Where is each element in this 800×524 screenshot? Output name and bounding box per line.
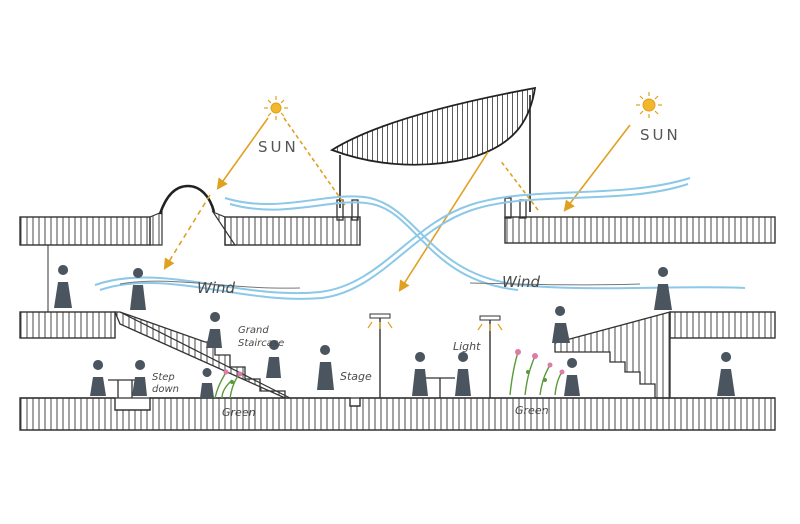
ground-slab — [19, 397, 776, 431]
person-figure — [552, 306, 570, 343]
skylight-dome — [158, 184, 216, 215]
label-staircase: Staircase — [238, 338, 284, 349]
mid-floor-left — [19, 245, 116, 339]
label-green-left: Green — [222, 406, 256, 419]
person-figure — [132, 360, 147, 396]
person-figure — [317, 345, 334, 390]
person-figure — [54, 265, 72, 308]
person-figure — [654, 267, 672, 310]
label-down: down — [152, 384, 179, 395]
person-figure — [266, 340, 281, 378]
person-figure — [717, 352, 735, 396]
roof-slab-right — [504, 197, 776, 244]
cafe-table-right — [425, 377, 455, 398]
wind-currents — [94, 177, 746, 300]
label-green-right: Green — [515, 404, 549, 417]
label-light: Light — [453, 340, 481, 353]
label-wind-left: Wind — [197, 279, 236, 297]
person-figure — [455, 352, 471, 396]
label-grand: Grand — [238, 325, 269, 336]
people-figures — [54, 265, 735, 398]
person-figure — [412, 352, 428, 396]
person-figure — [90, 360, 106, 396]
street-light-right — [477, 315, 503, 398]
person-figure — [130, 268, 146, 310]
sun-rays — [163, 117, 631, 292]
label-sun-left: SUN — [258, 138, 299, 156]
roof-slab-left — [19, 210, 361, 246]
person-figure — [206, 312, 222, 348]
label-sun-right: SUN — [640, 126, 681, 144]
person-figure — [564, 358, 580, 396]
label-stage: Stage — [340, 370, 372, 383]
label-step: Step — [152, 372, 175, 383]
planting-left — [214, 369, 243, 399]
mid-floor-right — [554, 311, 776, 399]
sun-right — [636, 92, 662, 118]
wind-lines-grey — [119, 280, 641, 289]
canopy-roof — [329, 86, 537, 212]
street-light-left — [367, 313, 393, 398]
sun-left — [264, 96, 288, 120]
planting-right — [509, 349, 565, 396]
label-wind-right: Wind — [502, 273, 541, 291]
person-figure — [200, 368, 214, 398]
